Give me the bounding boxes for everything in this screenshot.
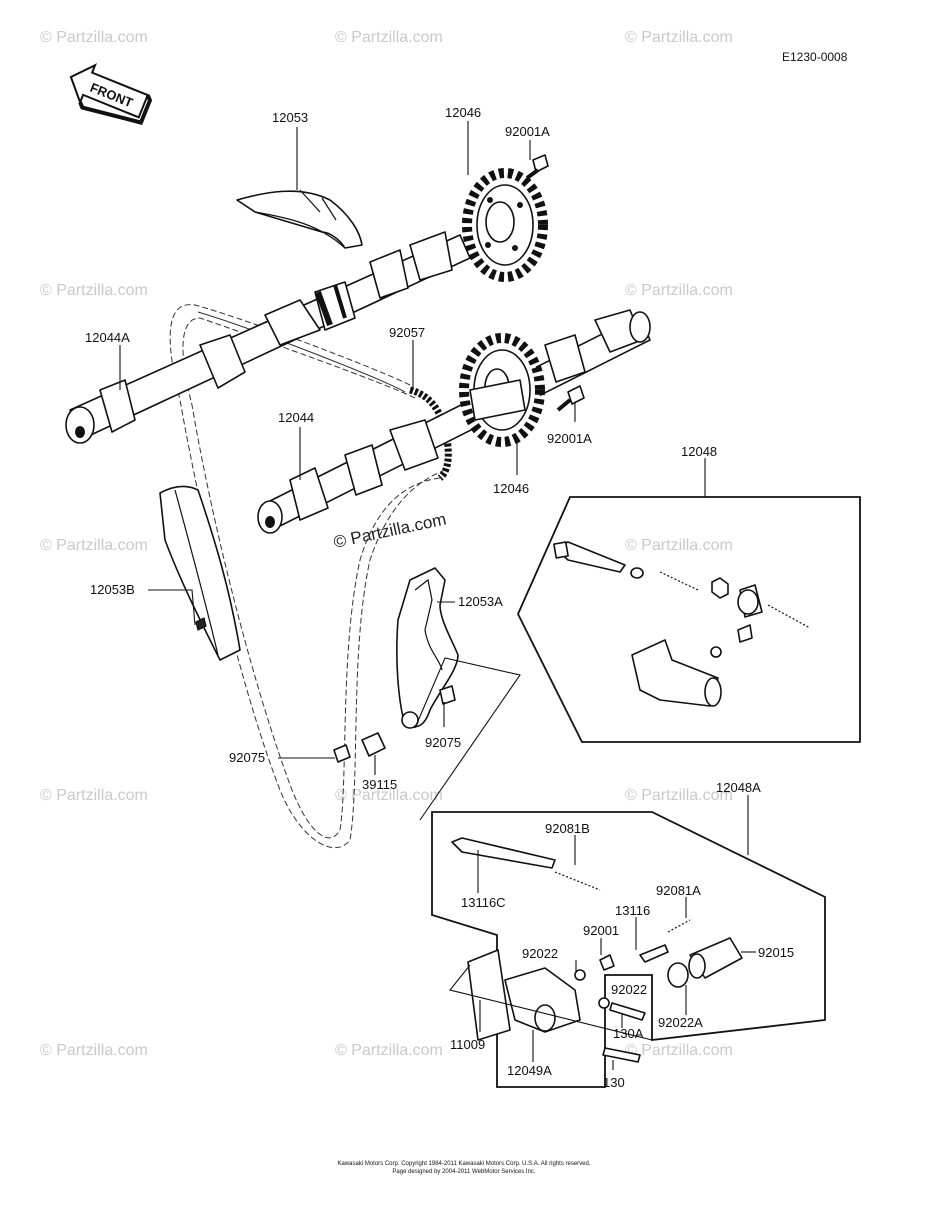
pin-39115 — [361, 732, 386, 757]
bolt-92001A-upper — [525, 154, 549, 180]
tensioner-assembly-12048-parts — [553, 541, 811, 707]
watermark: © Partzilla.com — [625, 537, 733, 554]
callout-92022A: 92022A — [658, 1015, 703, 1030]
assembly-box-12048 — [517, 496, 861, 743]
cam-chain — [169, 304, 446, 849]
callout-12046-lower: 12046 — [493, 481, 529, 496]
watermark: © Partzilla.com — [335, 1042, 443, 1059]
watermark: © Partzilla.com — [40, 1042, 148, 1059]
callout-13116C: 13116C — [461, 895, 506, 910]
callout-11009: 11009 — [450, 1037, 485, 1052]
callout-12053: 12053 — [272, 110, 308, 125]
callout-92075-left: 92075 — [229, 750, 265, 765]
camshaft-12044 — [257, 309, 651, 534]
callout-92057: 92057 — [389, 325, 425, 340]
callout-92081B: 92081B — [545, 821, 590, 836]
footer-credit: Page designed by 2004-2011 WebMotor Serv… — [392, 1169, 536, 1175]
camshaft-12044A — [65, 231, 471, 444]
callout-12044A: 12044A — [85, 330, 130, 345]
callout-92022-b: 92022 — [611, 982, 647, 997]
assembly-box-12048A — [431, 811, 826, 1088]
callout-12049A: 12049A — [507, 1063, 552, 1078]
diagram-code: E1230-0008 — [782, 50, 848, 64]
rubber-damper-92075-right — [439, 685, 456, 705]
watermark: © Partzilla.com — [40, 282, 148, 299]
callout-92015: 92015 — [758, 945, 794, 960]
chain-guide-12053B — [159, 485, 241, 661]
watermark: © Partzilla.com — [625, 282, 733, 299]
chain-tensioner-guide-12053A — [396, 567, 459, 729]
callout-92022: 92022 — [522, 946, 558, 961]
tensioner-assembly-12048A-parts — [451, 837, 743, 1063]
watermark: © Partzilla.com — [335, 787, 443, 804]
callout-39115: 39115 — [362, 777, 397, 792]
callout-12053A: 12053A — [458, 594, 503, 609]
callout-92081A: 92081A — [656, 883, 701, 898]
footer-copyright: Kawasaki Motors Corp. Copyright 1984-201… — [338, 1161, 591, 1167]
callout-12044: 12044 — [278, 410, 314, 425]
callout-labels: 12053 12046 92001A 12044A 92057 12044 92… — [85, 105, 794, 1090]
watermark: © Partzilla.com — [625, 29, 733, 46]
watermark: © Partzilla.com — [40, 787, 148, 804]
watermark: © Partzilla.com — [335, 29, 443, 46]
callout-12046-upper: 12046 — [445, 105, 481, 120]
watermark: © Partzilla.com — [625, 1042, 733, 1059]
watermark: © Partzilla.com — [40, 537, 148, 554]
watermark: © Partzilla.com — [40, 29, 148, 46]
callout-92001A-upper: 92001A — [505, 124, 550, 139]
watermark-layer: © Partzilla.com © Partzilla.com © Partzi… — [40, 29, 733, 1059]
callout-12053B: 12053B — [90, 582, 135, 597]
callout-92001: 92001 — [583, 923, 619, 938]
callout-130A: 130A — [613, 1026, 644, 1041]
callout-130: 130 — [603, 1075, 625, 1090]
watermark: © Partzilla.com — [625, 787, 733, 804]
callout-12048: 12048 — [681, 444, 717, 459]
callout-12048A: 12048A — [716, 780, 761, 795]
cam-sprocket-12046-lower — [459, 333, 545, 447]
callout-92001A-lower: 92001A — [547, 431, 592, 446]
rubber-damper-92075-left — [333, 744, 351, 763]
front-arrow-icon: FRONT — [69, 63, 153, 125]
bolt-92001A-lower — [556, 385, 585, 412]
callout-13116: 13116 — [615, 903, 650, 918]
callout-92075-right: 92075 — [425, 735, 461, 750]
chain-guide-12053 — [236, 189, 363, 249]
leader-lines — [119, 121, 756, 1070]
cam-sprocket-12046-upper — [462, 168, 548, 282]
